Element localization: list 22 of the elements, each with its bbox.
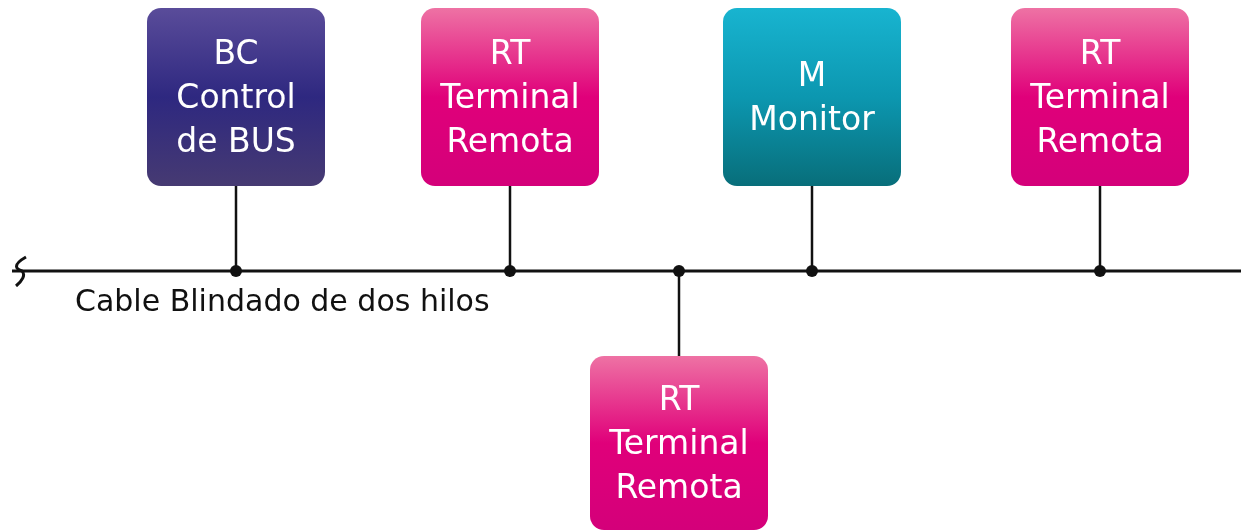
device-code: BC — [213, 32, 259, 74]
device-code: RT — [489, 32, 531, 74]
connector-line — [1094, 186, 1106, 277]
connector-line — [806, 186, 818, 277]
device-name: Monitor — [749, 98, 875, 140]
device-name: Terminal Remota — [608, 422, 750, 508]
device-name: Terminal Remota — [1029, 76, 1171, 162]
device-box — [147, 8, 325, 186]
device-box — [723, 8, 901, 186]
device-name: Terminal Remota — [439, 76, 581, 162]
connector-line — [673, 265, 685, 356]
cable-label: Cable Blindado de dos hilos — [75, 283, 490, 318]
bus-line — [12, 255, 1241, 287]
device-code: RT — [658, 378, 700, 420]
device-box — [1011, 8, 1189, 186]
device-box — [590, 356, 768, 530]
device-name: Control de BUS — [175, 76, 297, 162]
connector-line — [504, 186, 516, 277]
connector-line — [230, 186, 242, 277]
device-box — [421, 8, 599, 186]
device-code: M — [797, 54, 827, 96]
device-code: RT — [1079, 32, 1121, 74]
